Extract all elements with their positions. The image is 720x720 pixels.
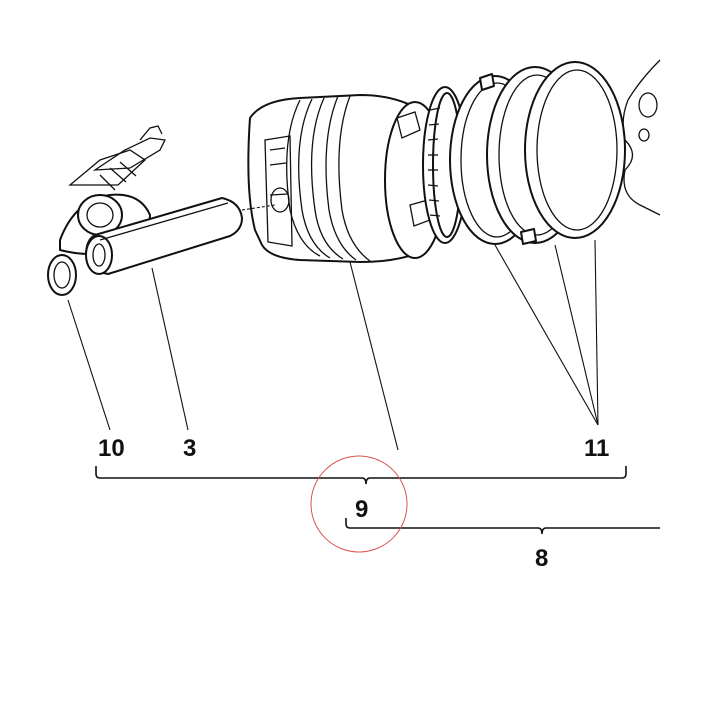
- compression-rings-drawing: [449, 61, 626, 245]
- piston-drawing: [241, 94, 448, 263]
- leader-lines: [67, 239, 599, 451]
- callout-label-3: 3: [183, 435, 196, 462]
- piston-pin-drawing: [85, 197, 243, 275]
- callout-label-9: 9: [355, 496, 368, 523]
- callout-label-10: 10: [98, 435, 125, 462]
- highlight-circle: [310, 455, 408, 553]
- circlip-drawing: [47, 254, 77, 296]
- brackets: [95, 466, 660, 535]
- callout-label-11: 11: [584, 435, 609, 462]
- callout-label-8: 8: [535, 545, 548, 572]
- cylinder-edge-drawing: [622, 59, 661, 216]
- connecting-rod-drawing: [59, 125, 166, 255]
